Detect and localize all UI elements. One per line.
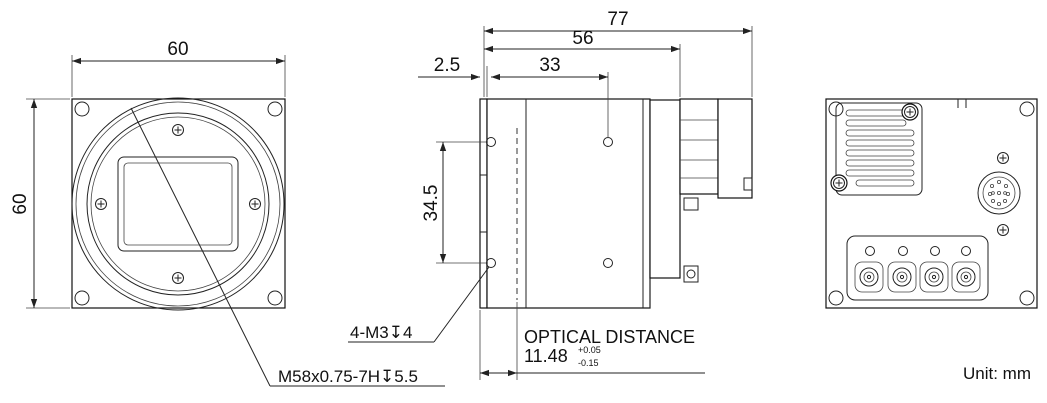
corner-hole: [828, 290, 844, 306]
screw-icon: [997, 152, 1009, 164]
front-view: 60 60 M58x0.75-7H↧5.5: [10, 39, 445, 387]
round-connector-icon: [977, 171, 1021, 215]
mount-ring: [75, 101, 281, 307]
body-length-label: 56: [572, 28, 593, 49]
height-label: 60: [10, 193, 31, 214]
coax-port-icon: [919, 261, 949, 293]
flange-label: 2.5: [434, 55, 460, 76]
hole-offset-label: 33: [539, 55, 560, 76]
hole-spacing-label: 34.5: [421, 185, 442, 222]
screw-icon: [249, 198, 261, 210]
unit-label: Unit: mm: [963, 364, 1031, 383]
hole-callout: 4-M3↧4: [350, 323, 412, 342]
side-hole: [603, 258, 613, 268]
optical-distance-title: OPTICAL DISTANCE: [524, 327, 695, 347]
mount-thread-callout: M58x0.75-7H↧5.5: [278, 367, 418, 386]
corner-hole: [1019, 290, 1035, 306]
sensor-window-inner: [123, 162, 233, 246]
corner-hole: [74, 101, 90, 117]
corner-hole: [267, 101, 283, 117]
screw-icon: [172, 124, 184, 136]
led-indicator: [898, 246, 908, 256]
led-indicator: [961, 246, 971, 256]
mount-ring-inner: [86, 112, 270, 296]
optical-distance-value: 11.48: [524, 346, 568, 366]
corner-hole: [74, 290, 90, 306]
side-flange: [479, 98, 488, 309]
vent-panel: [835, 102, 923, 196]
total-length-label: 77: [607, 9, 628, 30]
mount-ring-outer: [71, 97, 285, 311]
rear-screw-icon: [683, 265, 699, 283]
side-hole: [486, 258, 496, 268]
screw-icon: [172, 272, 184, 284]
width-label: 60: [167, 39, 188, 60]
rear-connector-block: [717, 98, 753, 199]
led-indicator: [865, 246, 875, 256]
tolerance-plus: +0.05: [578, 345, 601, 355]
side-hole: [486, 137, 496, 147]
screw-icon: [95, 198, 107, 210]
tolerance-minus: -0.15: [578, 358, 599, 368]
mount-ring-inner2: [90, 116, 266, 292]
corner-hole: [267, 290, 283, 306]
coax-port-icon: [887, 261, 917, 293]
sensor-window-outer: [117, 156, 239, 252]
screw-icon: [830, 174, 848, 192]
screw-icon: [997, 224, 1009, 236]
led-indicator: [930, 246, 940, 256]
coax-connector-panel: [846, 235, 989, 301]
side-view: 77 56 33 2.5 34.5 4-M3↧4 OPTICAL DISTANC…: [348, 9, 753, 380]
coax-port-icon: [854, 261, 884, 293]
side-body: [486, 98, 651, 309]
corner-hole: [1019, 101, 1035, 117]
rear-view: Unit: mm: [825, 98, 1038, 383]
coax-port-icon: [951, 261, 981, 293]
screw-icon: [901, 103, 919, 121]
mount-callout-leader: [130, 107, 271, 387]
